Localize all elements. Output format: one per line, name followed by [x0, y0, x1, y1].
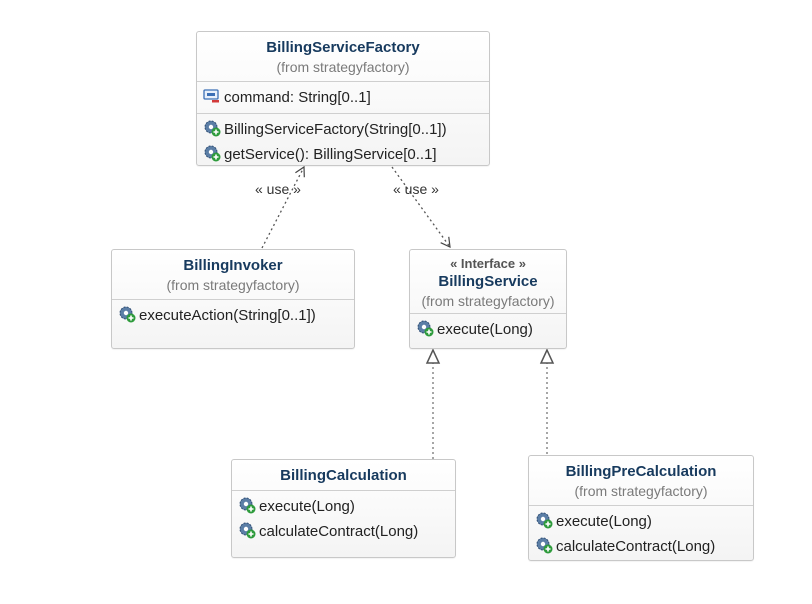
class-name: BillingPreCalculation — [565, 463, 717, 480]
realization-precalculation-arrowhead — [539, 348, 555, 364]
operations-section: execute(Long) calculateContract(Long) — [232, 490, 455, 547]
class-billing-precalculation[interactable]: BillingPreCalculation (from strategyfact… — [528, 455, 754, 561]
operation-text: execute(Long) — [437, 321, 533, 338]
operation-text: execute(Long) — [259, 498, 355, 515]
class-billing-calculation[interactable]: BillingCalculation execute(Long) calcula… — [231, 459, 456, 558]
operation-row[interactable]: executeAction(String[0..1]) — [118, 303, 348, 328]
attributes-section: command: String[0..1] — [197, 81, 489, 113]
operations-section: executeAction(String[0..1]) — [112, 299, 354, 331]
realization-calculation-arrowhead — [425, 348, 441, 364]
dependency-invoker-to-factory — [261, 165, 305, 249]
operation-row[interactable]: execute(Long) — [238, 494, 449, 519]
class-billing-service-factory[interactable]: BillingServiceFactory (from strategyfact… — [196, 31, 490, 166]
stereotype-label: « Interface » — [450, 256, 526, 271]
package-label: (from strategyfactory) — [166, 277, 300, 293]
use-label-right: « use » — [393, 181, 439, 197]
use-label-left: « use » — [255, 181, 301, 197]
attribute-row[interactable]: command: String[0..1] — [203, 85, 483, 110]
operation-text: calculateContract(Long) — [556, 538, 716, 555]
class-name: BillingCalculation — [280, 467, 407, 484]
operations-section: execute(Long) calculateContract(Long) — [529, 505, 753, 562]
operation-text: executeAction(String[0..1]) — [139, 307, 316, 324]
package-label: (from strategyfactory) — [421, 293, 555, 309]
package-label: (from strategyfactory) — [276, 59, 410, 75]
class-name: BillingInvoker — [183, 257, 283, 274]
operation-row[interactable]: calculateContract(Long) — [535, 534, 747, 559]
package-label: (from strategyfactory) — [574, 483, 708, 499]
operation-row[interactable]: BillingServiceFactory(String[0..1]) — [203, 117, 483, 142]
operation-row[interactable]: getService(): BillingService[0..1] — [203, 142, 483, 167]
class-name: BillingServiceFactory — [266, 39, 420, 56]
public-operation-icon — [416, 319, 437, 341]
class-name: BillingService — [438, 273, 538, 290]
operations-section: execute(Long) — [410, 313, 566, 345]
public-operation-icon — [238, 496, 259, 518]
operation-text: execute(Long) — [556, 513, 652, 530]
operations-section: BillingServiceFactory(String[0..1]) getS… — [197, 113, 489, 170]
private-attribute-icon — [203, 88, 224, 108]
class-billing-invoker[interactable]: BillingInvoker (from strategyfactory) ex… — [111, 249, 355, 349]
public-operation-icon — [238, 521, 259, 543]
public-operation-icon — [203, 144, 224, 166]
public-operation-icon — [535, 511, 556, 533]
operation-text: calculateContract(Long) — [259, 523, 419, 540]
public-operation-icon — [203, 119, 224, 141]
operation-row[interactable]: execute(Long) — [416, 317, 560, 342]
operation-text: getService(): BillingService[0..1] — [224, 146, 437, 163]
public-operation-icon — [535, 536, 556, 558]
attribute-text: command: String[0..1] — [224, 89, 371, 106]
operation-text: BillingServiceFactory(String[0..1]) — [224, 121, 447, 138]
operation-row[interactable]: calculateContract(Long) — [238, 519, 449, 544]
interface-billing-service[interactable]: « Interface » BillingService (from strat… — [409, 249, 567, 349]
public-operation-icon — [118, 305, 139, 327]
operation-row[interactable]: execute(Long) — [535, 509, 747, 534]
dependency-factory-to-service — [391, 166, 451, 249]
